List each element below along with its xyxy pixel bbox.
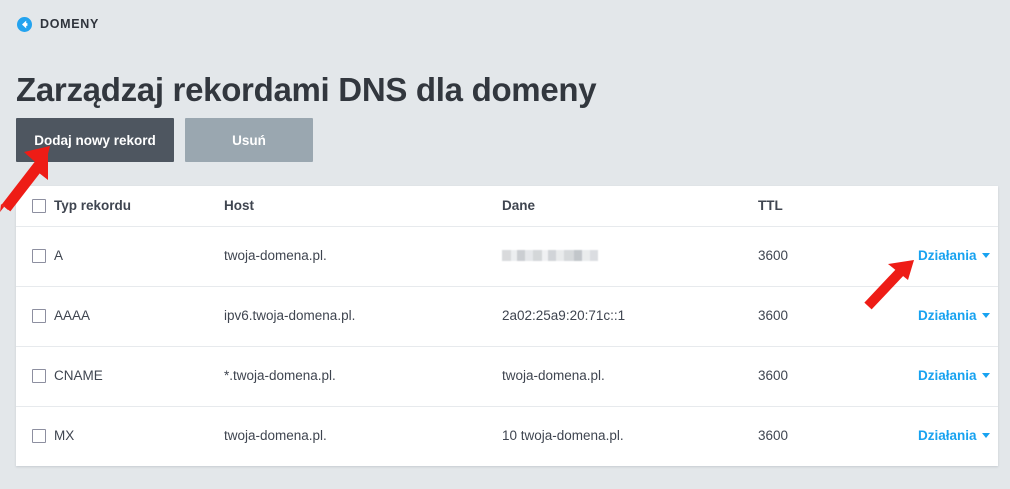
table-header: Typ rekordu Host Dane TTL xyxy=(16,186,998,226)
column-header-type-label: Typ rekordu xyxy=(54,197,132,213)
column-header-actions xyxy=(918,186,998,226)
table-row: A twoja-domena.pl. 3600 Działania xyxy=(16,226,998,286)
column-header-host-label: Host xyxy=(224,197,254,213)
table-header-row: Typ rekordu Host Dane TTL xyxy=(16,186,998,226)
record-host: ipv6.twoja-domena.pl. xyxy=(224,308,356,323)
select-all-cell xyxy=(16,186,54,226)
column-header-host[interactable]: Host xyxy=(224,186,502,226)
record-ttl: 3600 xyxy=(758,368,789,383)
cell-data: 2a02:25a9:20:71c::1 xyxy=(502,285,758,346)
chevron-down-icon xyxy=(981,253,990,258)
record-type: A xyxy=(54,248,64,263)
cell-actions: Działania xyxy=(918,285,998,346)
cell-ttl: 3600 xyxy=(758,405,918,466)
chevron-down-icon xyxy=(981,313,990,318)
cell-host: ipv6.twoja-domena.pl. xyxy=(224,285,502,346)
record-data: twoja-domena.pl. xyxy=(502,368,605,383)
record-host: twoja-domena.pl. xyxy=(224,248,327,263)
actions-dropdown-label: Działania xyxy=(918,368,977,383)
table-row: AAAA ipv6.twoja-domena.pl. 2a02:25a9:20:… xyxy=(16,285,998,346)
cell-type: AAAA xyxy=(54,285,224,346)
cell-data xyxy=(502,226,758,286)
chevron-down-icon xyxy=(981,373,990,378)
delete-button[interactable]: Usuń xyxy=(185,118,313,162)
page-title: Zarządzaj rekordami DNS dla domeny xyxy=(16,71,597,109)
cell-ttl: 3600 xyxy=(758,226,918,286)
cell-data: 10 twoja-domena.pl. xyxy=(502,405,758,466)
actions-dropdown[interactable]: Działania xyxy=(918,368,990,383)
row-select-cell xyxy=(16,345,54,406)
row-select-cell xyxy=(16,285,54,346)
column-header-ttl-label: TTL xyxy=(758,197,783,213)
record-host: *.twoja-domena.pl. xyxy=(224,368,336,383)
actions-dropdown-label: Działania xyxy=(918,248,977,263)
record-data-redacted xyxy=(502,250,598,262)
record-ttl: 3600 xyxy=(758,308,789,323)
cell-type: CNAME xyxy=(54,345,224,406)
cell-ttl: 3600 xyxy=(758,345,918,406)
cell-data: twoja-domena.pl. xyxy=(502,345,758,406)
record-ttl: 3600 xyxy=(758,248,789,263)
column-header-type[interactable]: Typ rekordu xyxy=(54,186,224,226)
actions-dropdown-label: Działania xyxy=(918,428,977,444)
table-row: MX twoja-domena.pl. 10 twoja-domena.pl. … xyxy=(16,405,998,466)
cell-actions: Działania xyxy=(918,405,998,466)
cell-actions: Działania xyxy=(918,226,998,286)
column-header-data-label: Dane xyxy=(502,197,536,213)
cell-host: twoja-domena.pl. xyxy=(224,405,502,466)
add-record-button[interactable]: Dodaj nowy rekord xyxy=(16,118,174,162)
column-header-ttl[interactable]: TTL xyxy=(758,186,918,226)
cell-type: A xyxy=(54,226,224,286)
actions-dropdown[interactable]: Działania xyxy=(918,428,990,443)
cell-actions: Działania xyxy=(918,345,998,406)
actions-dropdown-label: Działania xyxy=(918,308,977,323)
actions-dropdown[interactable]: Działania xyxy=(918,248,990,263)
cell-host: twoja-domena.pl. xyxy=(224,226,502,286)
table-row: CNAME *.twoja-domena.pl. twoja-domena.pl… xyxy=(16,345,998,406)
records-card: Typ rekordu Host Dane TTL xyxy=(16,186,998,466)
record-data: 2a02:25a9:20:71c::1 xyxy=(502,308,626,323)
cell-ttl: 3600 xyxy=(758,285,918,346)
toolbar: Dodaj nowy rekord Usuń xyxy=(16,118,313,162)
table-body: A twoja-domena.pl. 3600 Działania xyxy=(16,226,998,466)
record-type: CNAME xyxy=(54,368,103,383)
cell-host: *.twoja-domena.pl. xyxy=(224,345,502,406)
select-all-checkbox[interactable] xyxy=(32,198,46,213)
chevron-down-icon xyxy=(981,433,990,439)
cell-type: MX xyxy=(54,405,224,466)
record-type: AAAA xyxy=(54,308,91,323)
row-select-cell xyxy=(16,405,54,466)
column-header-data[interactable]: Dane xyxy=(502,186,758,226)
breadcrumb-label[interactable]: DOMENY xyxy=(40,17,100,32)
row-checkbox[interactable] xyxy=(32,429,46,444)
record-ttl: 3600 xyxy=(758,428,789,444)
row-checkbox[interactable] xyxy=(32,249,46,263)
row-checkbox[interactable] xyxy=(32,369,46,383)
record-data: 10 twoja-domena.pl. xyxy=(502,428,624,444)
dns-records-table: Typ rekordu Host Dane TTL xyxy=(16,186,998,466)
breadcrumb[interactable]: DOMENY xyxy=(17,17,99,32)
row-checkbox[interactable] xyxy=(32,309,46,323)
back-circle-icon[interactable] xyxy=(17,17,32,32)
row-select-cell xyxy=(16,226,54,286)
record-host: twoja-domena.pl. xyxy=(224,428,327,444)
record-type: MX xyxy=(54,428,75,444)
actions-dropdown[interactable]: Działania xyxy=(918,308,990,323)
